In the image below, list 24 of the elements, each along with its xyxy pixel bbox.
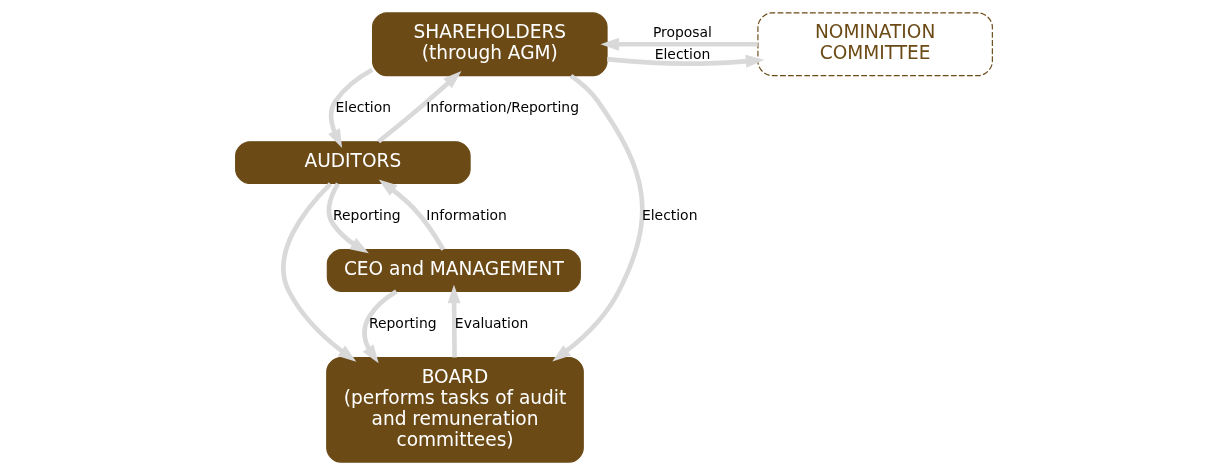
arrow: [326, 182, 369, 254]
arrow: [376, 71, 461, 144]
arrow: [361, 289, 398, 364]
node-box: NOMINATION COMMITTEE: [756, 12, 993, 77]
edge-label: Election: [654, 45, 710, 62]
arrow: [606, 54, 764, 68]
edge-label: Proposal: [652, 23, 712, 40]
edge-label: Election: [641, 207, 697, 224]
edge-label: Election: [335, 99, 391, 116]
edge-label: Reporting: [368, 315, 437, 332]
node-box: SHAREHOLDERS (through AGM): [371, 12, 608, 77]
edge-label: Information/Reporting: [425, 99, 579, 116]
edge-label: Evaluation: [454, 315, 528, 332]
arrow: [327, 67, 373, 148]
arrow: [447, 284, 461, 358]
edge-label: Reporting: [332, 207, 401, 224]
arrow: [280, 182, 356, 362]
arrow: [551, 74, 645, 362]
node-box: CEO and MANAGEMENT: [326, 249, 581, 293]
node-box: AUDITORS: [234, 141, 471, 185]
edge-label: Information: [425, 207, 507, 224]
node-box: BOARD (performs tasks of audit and remuneration committees): [325, 357, 584, 463]
arrow: [378, 179, 445, 251]
arrow: [600, 37, 758, 51]
